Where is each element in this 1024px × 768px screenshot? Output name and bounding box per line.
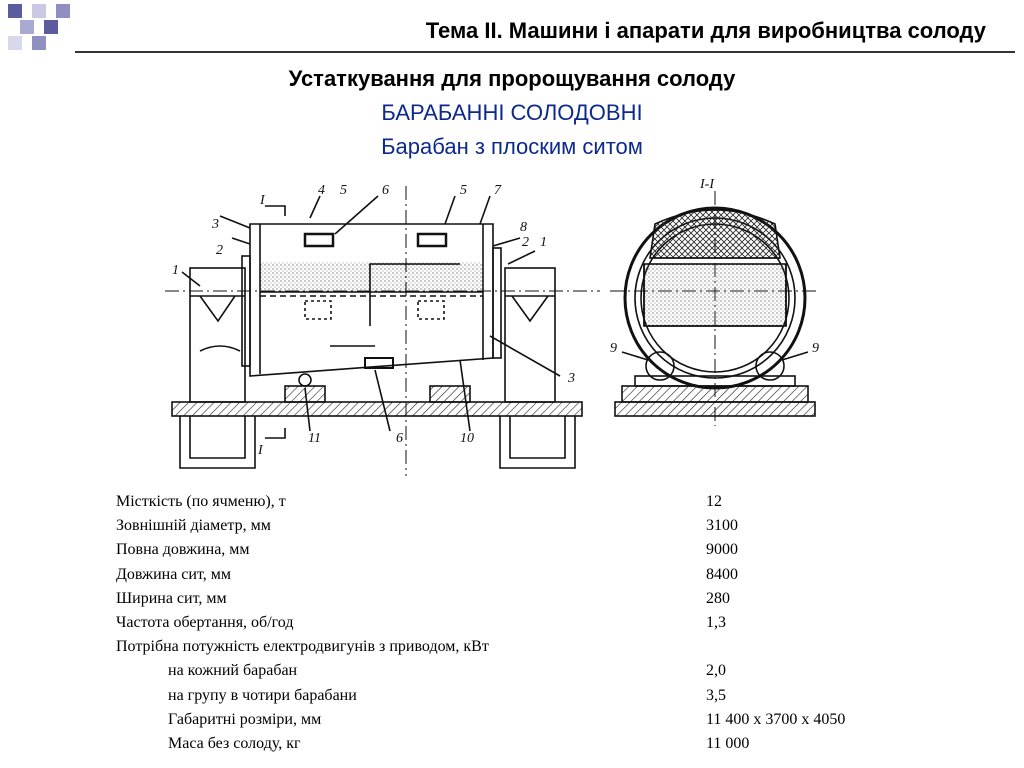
callout-2-left: 2 <box>216 243 223 258</box>
corner-decoration <box>8 4 70 50</box>
spec-value: 3100 <box>706 517 738 535</box>
spec-row: Частота обертання, об/год 1,3 <box>116 611 1016 635</box>
callout-3-left: 3 <box>211 217 219 232</box>
spec-label: Ширина сит, мм <box>116 589 227 607</box>
spec-row: Місткість (по ячменю), т 12 <box>116 490 1016 514</box>
spec-row: Повна довжина, мм 9000 <box>116 538 1016 562</box>
callout-9-right: 9 <box>812 341 819 356</box>
spec-label: на кожний барабан <box>168 662 298 680</box>
callout-5-left: 5 <box>340 183 347 198</box>
sub-heading-drum-malthouses: БАРАБАННІ СОЛОДОВНІ <box>381 100 643 125</box>
spec-label: Місткість (по ячменю), т <box>116 493 286 510</box>
callout-8: 8 <box>520 220 527 235</box>
spec-value: 11 000 <box>706 734 750 752</box>
callout-10: 10 <box>460 431 474 446</box>
spec-row: Маса без солоду, кг 11 000 <box>116 732 1016 756</box>
spec-row: Довжина сит, мм 8400 <box>116 563 1016 587</box>
spec-row: Зовнішній діаметр, мм 3100 <box>116 514 1016 538</box>
callout-5-right: 5 <box>460 183 467 198</box>
spec-value: 11 400 х 3700 х 4050 <box>706 710 846 728</box>
callout-section-bottom: I <box>257 443 264 458</box>
callout-7: 7 <box>494 183 502 198</box>
callout-2-right: 2 <box>522 235 529 250</box>
callout-3-right: 3 <box>567 371 575 386</box>
spec-label: Маса без солоду, кг <box>168 734 301 752</box>
callout-9-left: 9 <box>610 341 617 356</box>
spec-row: на групу в чотири барабани 3,5 <box>116 684 1016 708</box>
spec-value: 280 <box>706 589 730 607</box>
sub-heading-flat-sieve-drum: Барабан з плоским ситом <box>381 134 643 159</box>
spec-label: на групу в чотири барабани <box>168 686 357 704</box>
callout-6-top: 6 <box>382 183 389 198</box>
spec-label: Довжина сит, мм <box>116 565 231 583</box>
callout-1-right: 1 <box>540 235 547 250</box>
callout-4: 4 <box>318 183 325 198</box>
callout-11: 11 <box>308 431 321 446</box>
spec-label: Зовнішній діаметр, мм <box>116 517 271 535</box>
spec-row: Ширина сит, мм 280 <box>116 587 1016 611</box>
spec-value: 8400 <box>706 565 738 583</box>
spec-value: 1,3 <box>706 613 726 631</box>
header-divider <box>75 51 1015 53</box>
spec-row: Габаритні розміри, мм 11 400 х 3700 х 40… <box>116 708 1016 732</box>
spec-label: Повна довжина, мм <box>116 541 250 559</box>
spec-value: 9000 <box>706 541 738 559</box>
spec-label: Частота обертання, об/год <box>116 613 294 631</box>
callout-6-bottom: 6 <box>396 431 403 446</box>
spec-label: Габаритні розміри, мм <box>168 710 322 728</box>
spec-value: 2,0 <box>706 662 726 680</box>
callout-section-top: I <box>259 193 266 208</box>
drum-malthouse-drawing: I I 1 2 3 4 5 6 5 7 8 2 1 3 11 6 10 I-I … <box>165 177 820 476</box>
callout-1-left: 1 <box>172 263 179 278</box>
main-heading: Устаткування для пророщування солоду <box>288 66 736 91</box>
spec-value: 12 <box>706 493 722 510</box>
spec-value: 3,5 <box>706 686 726 704</box>
spec-row: на кожний барабан 2,0 <box>116 659 1016 683</box>
spec-label: Потрібна потужність електродвигунів з пр… <box>116 638 489 656</box>
section-label: I-I <box>699 177 715 192</box>
header-title: Тема II. Машини і апарати для виробництв… <box>425 18 986 43</box>
spec-table: Місткість (по ячменю), т 12 Зовнішній ді… <box>116 490 1016 756</box>
spec-row: Потрібна потужність електродвигунів з пр… <box>116 635 1016 659</box>
